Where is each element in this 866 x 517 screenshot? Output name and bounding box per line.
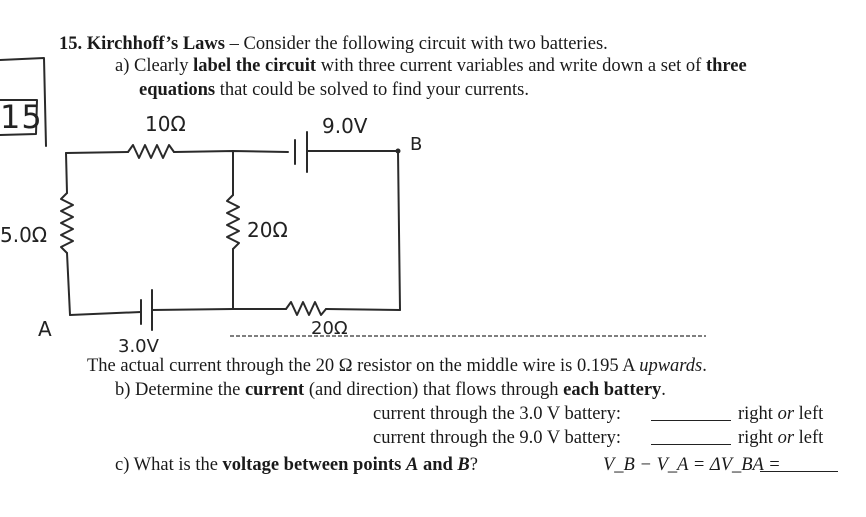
left-wire-bottom <box>66 252 71 316</box>
label-point-a: A <box>38 317 52 341</box>
label-resistor-left: 5.0Ω <box>0 223 48 247</box>
label-resistor-top: 10Ω <box>145 112 186 136</box>
left-wire-top <box>65 152 68 194</box>
score-value: 15 <box>0 98 43 136</box>
option-left[interactable]: left <box>798 428 824 448</box>
part-a-mid: with three current variables and write d… <box>316 56 706 76</box>
problem-intro: – Consider the following circuit with tw… <box>225 34 608 54</box>
part-a-bold-equations: equations <box>139 80 216 100</box>
problem-header: 15. Kirchhoff’s Laws – Consider the foll… <box>59 35 608 54</box>
battery-row-3v-label: current through the 3.0 V battery: <box>373 404 621 424</box>
part-a-end: that could be solved to find your curren… <box>215 80 529 100</box>
part-a-label: a) Clearly <box>115 56 194 76</box>
statement-pre: The actual current through the 20 Ω resi… <box>87 356 640 376</box>
top-wire-mid <box>173 150 289 153</box>
label-voltage-top: 9.0V <box>322 114 368 138</box>
label-voltage-bottom: 3.0V <box>118 336 159 357</box>
battery-row-9v-options: right or left <box>738 429 823 448</box>
part-c-point-a: A <box>406 455 419 475</box>
part-a-line2: equations that could be solved to find y… <box>139 81 529 100</box>
statement-post: . <box>702 356 707 376</box>
part-c-pre: c) What is the <box>115 455 223 475</box>
given-statement: The actual current through the 20 Ω resi… <box>87 357 707 376</box>
bottom-wire-far-right <box>325 308 401 311</box>
part-c-and: and <box>418 455 458 475</box>
option-or: or <box>777 404 795 424</box>
option-left[interactable]: left <box>798 404 824 424</box>
option-or: or <box>777 428 795 448</box>
part-b-bold-current: current <box>244 380 305 400</box>
right-wire <box>397 150 401 311</box>
resistor-bottom <box>285 301 327 316</box>
part-c-point-b: B <box>457 455 470 475</box>
battery-row-9v-blank[interactable] <box>651 444 731 445</box>
part-b-bold-battery: each battery <box>563 380 662 400</box>
part-c-question: c) What is the voltage between points A … <box>115 456 478 475</box>
statement-italic: upwards <box>639 356 703 376</box>
battery-row-3v-blank[interactable] <box>651 420 731 421</box>
label-point-b: B <box>410 134 423 155</box>
part-b-post: . <box>661 380 666 400</box>
battery-row-9v-label: current through the 9.0 V battery: <box>373 428 621 448</box>
part-c-qmark: ? <box>469 455 478 475</box>
part-b-question: b) Determine the current (and direction)… <box>115 381 666 400</box>
part-a-bold-label: label the circuit <box>193 56 317 76</box>
battery-row-3v-options: right or left <box>738 405 823 424</box>
resistor-middle <box>226 194 240 250</box>
bottom-wire-center <box>151 308 234 311</box>
voltage-equation: V_B − V_A = ΔV_BA = <box>603 455 781 475</box>
label-resistor-bottom: 20Ω <box>311 318 348 339</box>
problem-title: Kirchhoff’s Laws <box>86 34 225 54</box>
bottom-wire-left <box>69 311 142 316</box>
score-box-outline <box>0 57 47 147</box>
part-b-mid: (and direction) that flows through <box>304 380 564 400</box>
top-wire-left <box>65 151 129 154</box>
point-b-dot <box>395 148 401 154</box>
problem-number: 15. <box>59 34 83 54</box>
part-a-bold-three: three <box>705 56 747 76</box>
part-c-bold: voltage between points <box>222 455 406 475</box>
voltage-answer-blank[interactable] <box>760 471 838 472</box>
label-resistor-middle: 20Ω <box>247 218 288 242</box>
part-a-line1: a) Clearly label the circuit with three … <box>115 57 747 76</box>
option-right[interactable]: right <box>738 404 773 424</box>
resistor-top <box>127 144 175 159</box>
option-right[interactable]: right <box>738 428 773 448</box>
part-b-pre: b) Determine the <box>115 380 245 400</box>
resistor-left <box>60 192 74 254</box>
